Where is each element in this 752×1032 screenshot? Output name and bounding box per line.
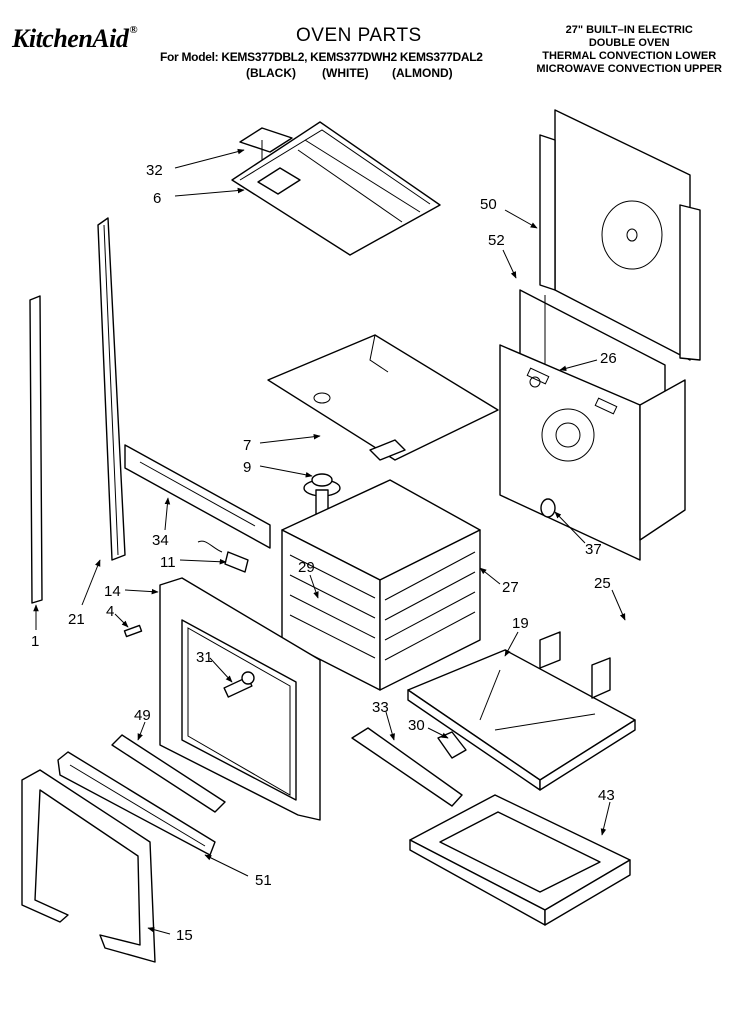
- door-gasket: [21, 769, 156, 963]
- callout-7: 7: [243, 437, 251, 454]
- callout-1: 1: [31, 633, 39, 650]
- model-description: 27" BUILT–IN ELECTRIC DOUBLE OVEN THERMA…: [536, 24, 722, 76]
- side-trim: [97, 217, 126, 561]
- callout-37: 37: [585, 541, 602, 558]
- callout-15: 15: [176, 927, 193, 944]
- oven-cavity: [281, 479, 481, 691]
- callout-50: 50: [480, 196, 497, 213]
- fan-motor-clip: [540, 498, 556, 518]
- callout-49: 49: [134, 707, 151, 724]
- callout-52: 52: [488, 232, 505, 249]
- callout-14: 14: [104, 583, 121, 600]
- description-line: MICROWAVE CONVECTION UPPER: [536, 63, 722, 75]
- oven-top-baffle: [267, 334, 499, 461]
- light-socket: [303, 473, 341, 515]
- callout-33: 33: [372, 699, 389, 716]
- rear-panel: [539, 109, 701, 361]
- callout-51: 51: [255, 872, 272, 889]
- lower-vent-trim: [111, 734, 226, 813]
- vent-bracket: [239, 127, 293, 160]
- page-title: OVEN PARTS: [296, 25, 422, 46]
- front-frame: [159, 577, 321, 821]
- leader-lines: [33, 148, 626, 935]
- oven-light: [223, 671, 255, 698]
- bottom-pan: [407, 631, 636, 791]
- callout-27: 27: [502, 579, 519, 596]
- brand-name: KitchenAid: [12, 24, 129, 53]
- callout-29: 29: [298, 559, 315, 576]
- control-vent: [124, 444, 271, 549]
- callout-25: 25: [594, 575, 611, 592]
- door-switch: [197, 540, 249, 573]
- screw: [123, 624, 143, 638]
- top-panel: [231, 121, 441, 256]
- callout-31: 31: [196, 649, 213, 666]
- color-almond: (ALMOND): [392, 66, 453, 80]
- convection-fan-shroud: [499, 344, 686, 561]
- description-line: 27" BUILT–IN ELECTRIC: [565, 24, 693, 36]
- color-white: (WHITE): [322, 66, 369, 80]
- callout-4: 4: [106, 603, 114, 620]
- callout-30: 30: [408, 717, 425, 734]
- callout-9: 9: [243, 459, 251, 476]
- model-line: For Model: KEMS377DBL2, KEMS377DWH2 KEMS…: [160, 50, 483, 64]
- callout-32: 32: [146, 162, 163, 179]
- callout-26: 26: [600, 350, 617, 367]
- description-line: DOUBLE OVEN: [588, 37, 670, 49]
- front-channel: [351, 727, 463, 807]
- callout-11: 11: [160, 554, 176, 571]
- callout-43: 43: [598, 787, 615, 804]
- callout-labels: 32 6 50 52 26 7 9 34 11 29 27 37 25 14 4…: [31, 162, 617, 944]
- registered-mark: ®: [129, 24, 138, 36]
- callout-34: 34: [152, 532, 169, 549]
- color-black: (BLACK): [246, 66, 296, 80]
- callout-6: 6: [153, 190, 161, 207]
- side-strip: [29, 295, 43, 604]
- brand-logo: KitchenAid®: [12, 24, 138, 54]
- callout-21: 21: [68, 611, 85, 628]
- door-trim: [57, 751, 216, 856]
- bottom-tray: [409, 794, 631, 926]
- callout-19: 19: [512, 615, 529, 632]
- description-line: THERMAL CONVECTION LOWER: [542, 50, 717, 62]
